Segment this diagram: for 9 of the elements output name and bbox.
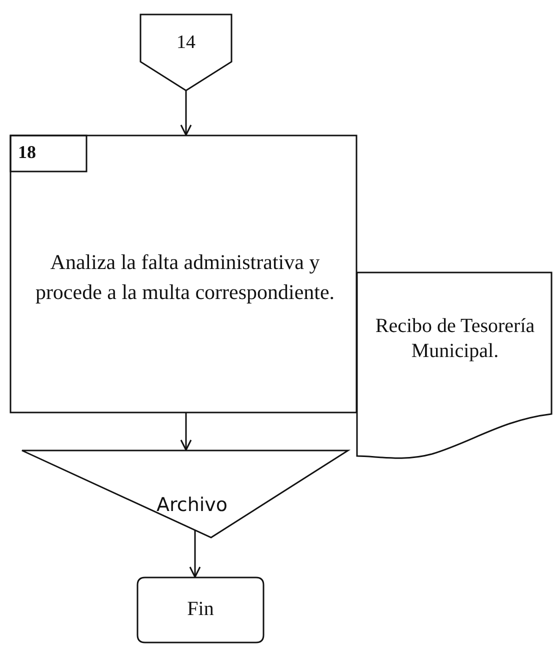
step-number: 18 <box>18 142 37 164</box>
label-text: Fin <box>186 597 215 621</box>
label-text: Analiza la falta administrativa y procede a la multa correspondiente. <box>34 249 336 306</box>
arrow <box>189 530 201 578</box>
label-text: Archivo <box>155 494 229 517</box>
label-text: 14 <box>176 32 196 55</box>
arrow <box>180 413 192 451</box>
arrow <box>180 91 192 136</box>
label-text: Recibo de Tesorería Municipal. <box>374 314 536 364</box>
